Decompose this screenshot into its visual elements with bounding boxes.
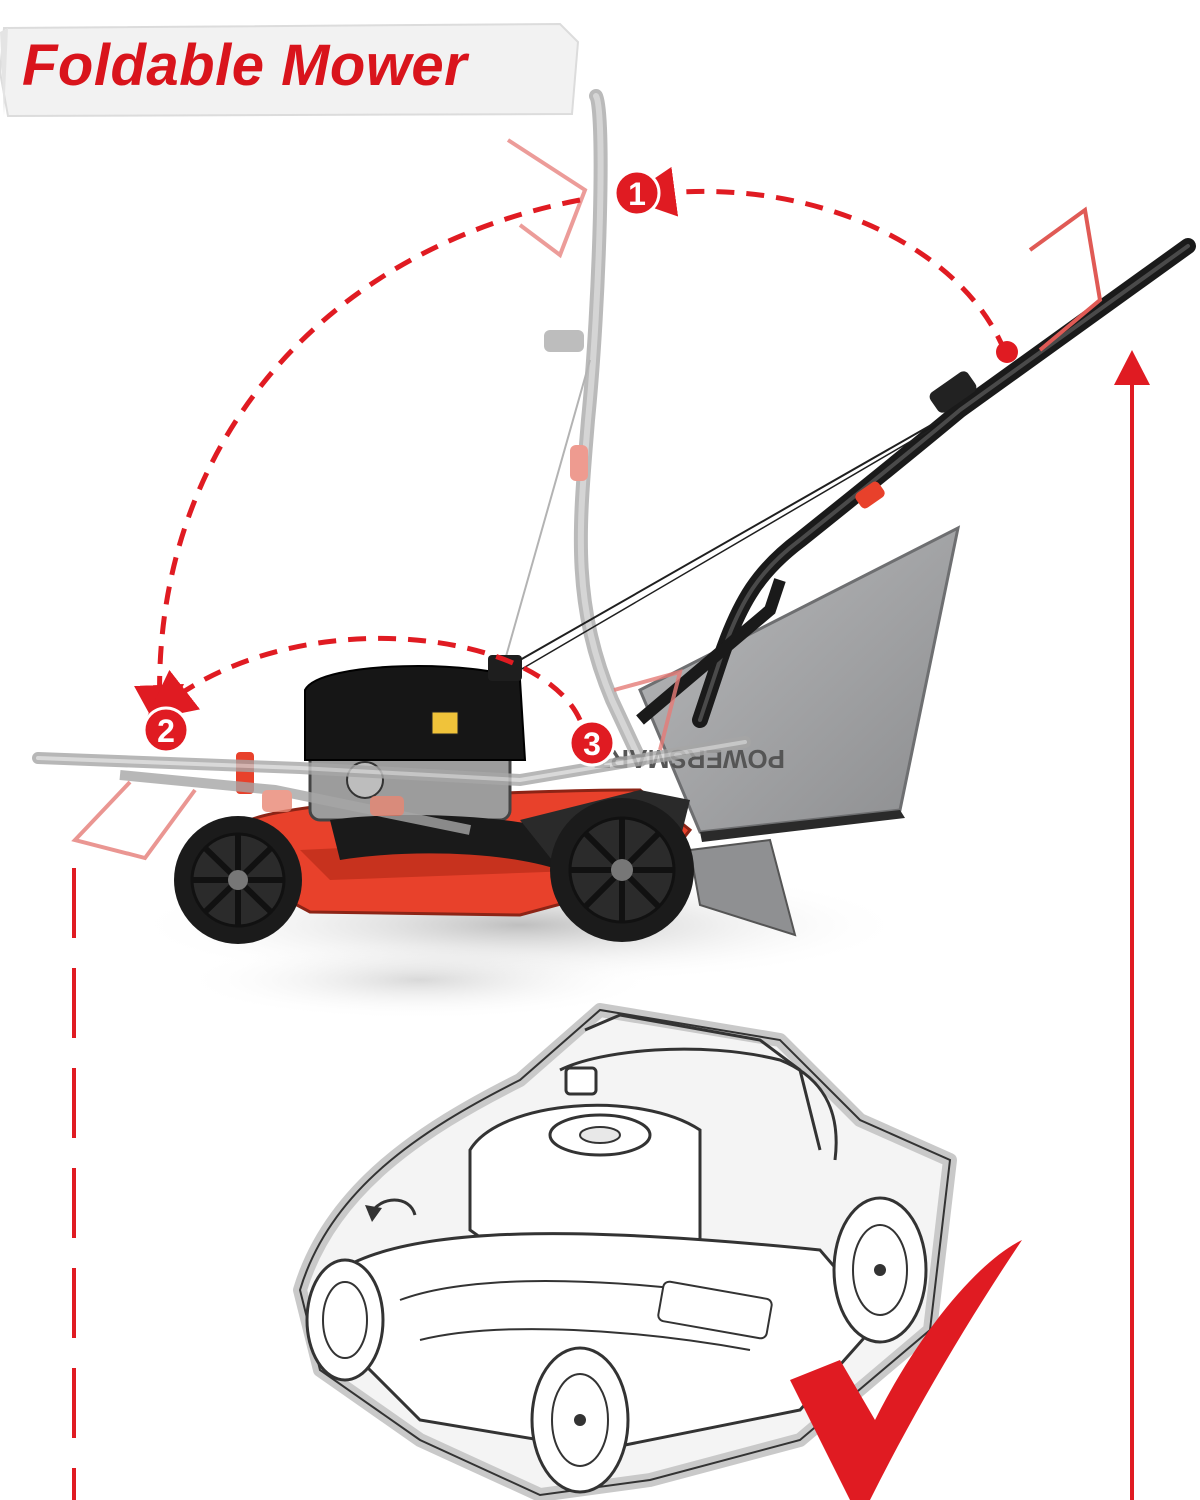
arrow-up-icon xyxy=(1114,350,1150,385)
step-badge-2: 2 xyxy=(142,706,190,754)
fold-arrows xyxy=(134,166,1018,735)
floor-reflection xyxy=(180,940,660,1020)
step-badge-3: 3 xyxy=(568,719,616,767)
step-badge-1: 1 xyxy=(613,169,661,217)
fold-arrow xyxy=(625,166,1008,353)
drawing-wheel xyxy=(305,1258,385,1382)
step-number: 2 xyxy=(157,713,175,749)
rear-wheel xyxy=(550,798,694,942)
folded-mower-drawing xyxy=(293,1003,957,1500)
step-number: 3 xyxy=(583,726,601,762)
fold-arrow xyxy=(134,197,581,735)
grass-bag: POWERSMART xyxy=(594,525,961,937)
fold-arrow xyxy=(145,635,583,722)
fold-start-dot xyxy=(996,341,1018,363)
step-number: 1 xyxy=(628,176,646,212)
page-title: Foldable Mower xyxy=(22,33,468,98)
checkmark-icon xyxy=(790,1240,1022,1500)
storage-bracket xyxy=(72,350,1150,1500)
front-wheel xyxy=(174,816,302,944)
ghost-handle-folded xyxy=(32,669,751,861)
title-banner xyxy=(0,22,580,118)
drawing-wheel xyxy=(832,1196,928,1344)
main-handle xyxy=(519,206,1196,728)
drawing-wheel xyxy=(530,1346,630,1494)
